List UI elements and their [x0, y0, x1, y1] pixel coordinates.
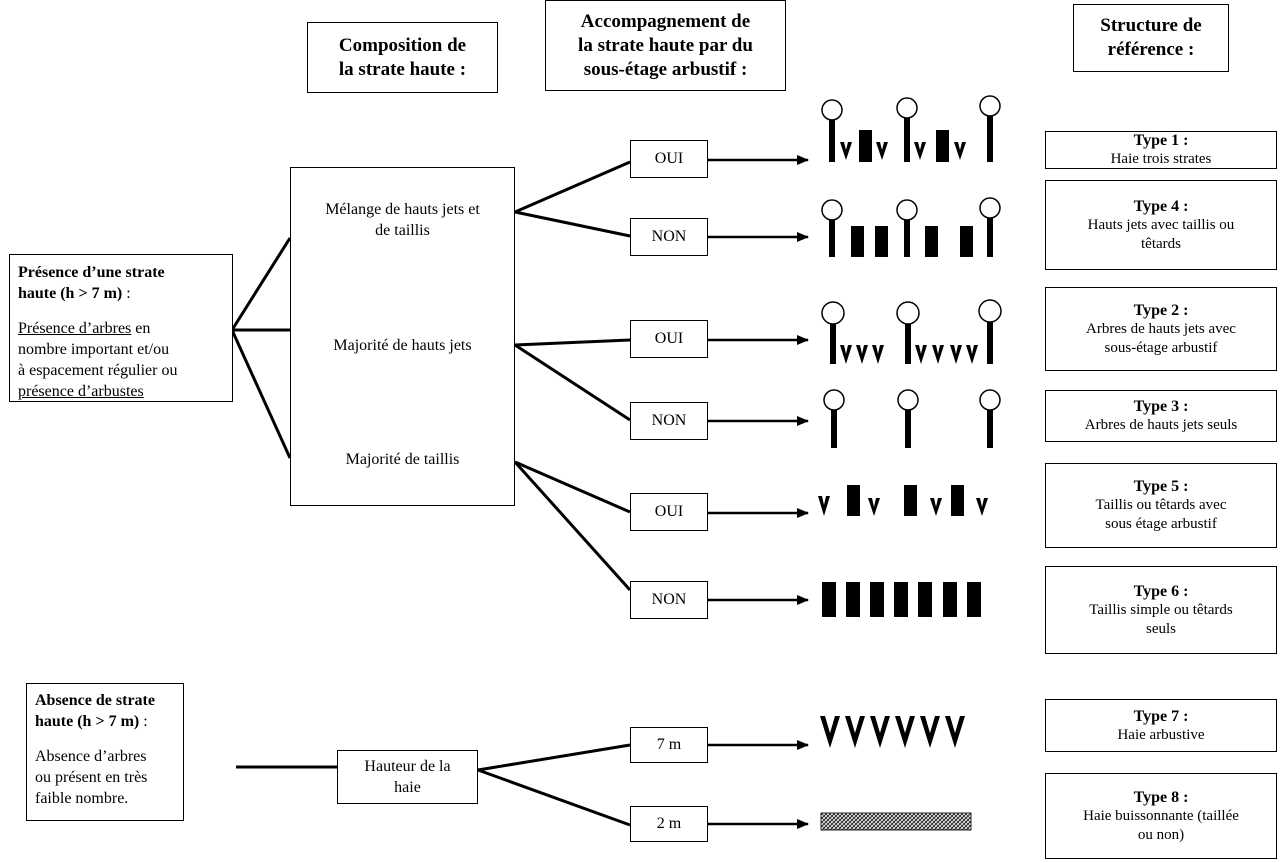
type3-hedge-icon — [823, 389, 1001, 448]
option-melange: Mélange de hauts jets et de taillis — [290, 199, 515, 241]
type6-title: Type 6 : — [1133, 582, 1189, 600]
type8-desc-line2: ou non) — [1137, 826, 1185, 843]
answer-oui-2: OUI — [630, 320, 708, 358]
composition-options-box — [290, 167, 515, 506]
absence-desc-line1: Absence d’arbres — [35, 748, 147, 765]
header-accompagnement-line2: la strate haute par du — [578, 34, 753, 56]
answer-non-3: NON — [630, 581, 708, 619]
type7-box: Type 7 : Haie arbustive — [1045, 699, 1277, 752]
hedge-diagrams — [818, 95, 1002, 831]
answer-oui-3: OUI — [630, 493, 708, 531]
absence-title-line2: haute (h > 7 m) : — [35, 711, 175, 732]
presence-title-line1: Présence d’une strate — [18, 264, 165, 281]
type6-box: Type 6 : Taillis simple ou têtards seuls — [1045, 566, 1277, 654]
answer-2m: 2 m — [630, 806, 708, 842]
header-accompagnement-line3: sous-étage arbustif : — [583, 58, 748, 80]
type5-title: Type 5 : — [1133, 478, 1189, 495]
option-melange-line1: Mélange de hauts jets et — [325, 201, 480, 218]
type3-desc-line1: Arbres de hauts jets seuls — [1084, 417, 1238, 433]
type6-desc-line2: seuls — [1146, 620, 1176, 637]
header-composition-line2: la strate haute : — [338, 58, 467, 80]
presence-desc-1-rest: en — [131, 320, 151, 337]
option-taillis: Majorité de taillis — [345, 451, 460, 468]
type1-box: Type 1 : Haie trois strates — [1045, 131, 1277, 169]
header-composition: Composition de la strate haute : — [307, 22, 498, 93]
type7-hedge-icon — [820, 716, 965, 748]
presence-desc-line1: Présence d’arbres en — [18, 318, 224, 339]
hauteur-line2: haie — [394, 779, 421, 796]
presence-title-line2-bold: haute (h > 7 m) — [18, 285, 123, 302]
absence-title-line2-bold: haute (h > 7 m) — [35, 713, 140, 730]
header-accompagnement: Accompagnement de la strate haute par du… — [545, 0, 786, 91]
header-composition-line1: Composition de — [338, 34, 467, 56]
type6-desc-line1: Taillis simple ou têtards — [1089, 601, 1233, 618]
option-hauts-jets: Majorité de hauts jets — [333, 337, 472, 354]
type1-title: Type 1 : — [1133, 132, 1189, 149]
type7-title: Type 7 : — [1133, 707, 1189, 725]
type7-desc-line1: Haie arbustive — [1117, 726, 1205, 743]
type2-desc-line2: sous-étage arbustif — [1104, 339, 1218, 356]
type1-desc-line1: Haie trois strates — [1110, 151, 1212, 167]
header-structure-line2: référence : — [1107, 39, 1195, 60]
presence-desc-underlined-4: présence d’arbustes — [18, 383, 144, 400]
answer-oui-1: OUI — [630, 140, 708, 178]
absence-title-line1: Absence de strate — [35, 692, 155, 709]
type4-hedge-icon — [821, 197, 1001, 257]
presence-strate-haute-box: Présence d’une strate haute (h > 7 m) : … — [9, 254, 233, 402]
absence-strate-haute-box: Absence de strate haute (h > 7 m) : Abse… — [26, 683, 184, 821]
type5-desc-line1: Taillis ou têtards avec — [1095, 497, 1227, 513]
type1-hedge-icon — [821, 95, 1001, 162]
hauteur-haie-box: Hauteur de la haie — [337, 750, 478, 804]
type3-box: Type 3 : Arbres de hauts jets seuls — [1045, 390, 1277, 442]
type2-desc-line1: Arbres de hauts jets avec — [1086, 320, 1236, 337]
header-structure-line1: Structure de — [1100, 15, 1202, 36]
header-accompagnement-line1: Accompagnement de — [580, 10, 751, 32]
presence-title-line2-rest: : — [122, 285, 131, 302]
absence-title-line2-rest: : — [139, 713, 148, 730]
option-melange-line2: de taillis — [375, 222, 430, 239]
presence-desc-line2: nombre important et/ou — [18, 341, 170, 358]
presence-desc-underlined-1: Présence d’arbres — [18, 320, 132, 337]
type8-desc-line1: Haie buissonnante (taillée — [1083, 807, 1239, 824]
answer-7m: 7 m — [630, 727, 708, 763]
type4-title: Type 4 : — [1133, 197, 1189, 215]
header-structure: Structure de référence : — [1073, 4, 1229, 72]
type5-box: Type 5 : Taillis ou têtards avec sous ét… — [1045, 463, 1277, 548]
type4-desc-line1: Hauts jets avec taillis ou — [1087, 216, 1235, 233]
type5-desc-line2: sous étage arbustif — [1105, 516, 1217, 532]
presence-title-line2: haute (h > 7 m) : — [18, 283, 224, 304]
type6-hedge-icon — [822, 582, 981, 617]
type4-desc-line2: têtards — [1141, 235, 1181, 252]
type3-title: Type 3 : — [1133, 398, 1189, 415]
presence-desc-line3: à espacement régulier ou — [18, 362, 178, 379]
answer-non-1: NON — [630, 218, 708, 256]
type8-hedge-icon — [820, 812, 972, 831]
hauteur-line1: Hauteur de la — [364, 758, 451, 775]
type5-hedge-icon — [818, 485, 988, 516]
type2-box: Type 2 : Arbres de hauts jets avec sous-… — [1045, 287, 1277, 371]
type2-hedge-icon — [821, 299, 1002, 364]
type8-box: Type 8 : Haie buissonnante (taillée ou n… — [1045, 773, 1277, 859]
type2-title: Type 2 : — [1133, 301, 1189, 319]
answer-non-2: NON — [630, 402, 708, 440]
type4-box: Type 4 : Hauts jets avec taillis ou têta… — [1045, 180, 1277, 270]
absence-desc-line3: faible nombre. — [35, 790, 129, 807]
absence-desc-line2: ou présent en très — [35, 769, 148, 786]
type8-title: Type 8 : — [1133, 788, 1189, 806]
